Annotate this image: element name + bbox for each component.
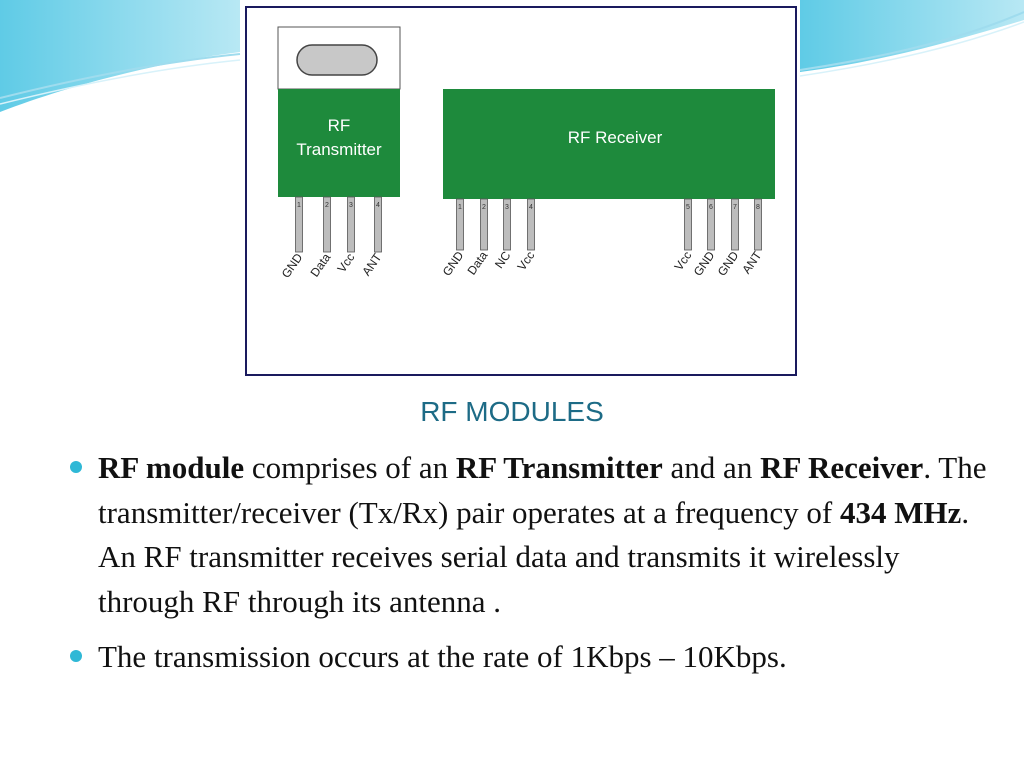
transmitter-pin-lead xyxy=(295,196,303,253)
receiver-pin-lead xyxy=(684,198,692,251)
transmitter-pin-number: 3 xyxy=(349,202,353,209)
transmitter-label-line1: RF xyxy=(328,116,351,135)
transmitter-pin-number: 4 xyxy=(376,202,380,209)
bullet-text: comprises of an xyxy=(244,450,456,485)
transmitter-pin-number: 2 xyxy=(325,202,329,209)
receiver-pin-lead xyxy=(503,198,511,251)
header-swoosh-decoration xyxy=(0,0,1024,112)
bullet-dot-icon xyxy=(70,461,82,473)
receiver-label: RF Receiver xyxy=(568,128,663,147)
bullet-bold-text: RF module xyxy=(98,450,245,485)
bullet-bold-text: RF Receiver xyxy=(760,450,924,485)
transmitter-pin-lead xyxy=(347,196,355,253)
receiver-pin-lead xyxy=(527,198,535,251)
transmitter-pin-lead xyxy=(374,196,382,253)
bullet-list: RF module comprises of an RF Transmitter… xyxy=(68,446,988,680)
figure-caption: RF MODULES xyxy=(420,396,604,427)
bullet-item: The transmission occurs at the rate of 1… xyxy=(68,635,988,680)
bullet-text: The transmission occurs at the rate of 1… xyxy=(98,639,787,674)
bullet-dot-icon xyxy=(70,650,82,662)
bullet-text: . The transmitter/receiver (Tx/Rx) pair … xyxy=(98,450,987,530)
transmitter-pin-lead xyxy=(323,196,331,253)
bullet-text: and an xyxy=(662,450,761,485)
bullet-text: . An RF transmitter receives serial data… xyxy=(98,494,970,619)
receiver-pin-number: 5 xyxy=(686,204,690,211)
receiver-pin-lead xyxy=(731,198,739,251)
receiver-body xyxy=(443,89,775,199)
bullet-bold-text: RF Transmitter xyxy=(455,450,663,485)
rf-receiver-module: RF Receiver xyxy=(443,89,775,199)
transmitter-body xyxy=(278,89,400,197)
transmitter-label-line2: Transmitter xyxy=(296,140,382,159)
receiver-pin-number: 6 xyxy=(709,204,713,211)
receiver-pin-number: 3 xyxy=(505,204,509,211)
transmitter-crystal xyxy=(296,44,378,76)
receiver-pin-number: 8 xyxy=(756,204,760,211)
transmitter-pin-number: 1 xyxy=(297,202,301,209)
rf-transmitter-module: RF Transmitter xyxy=(277,26,401,197)
receiver-pin-number: 2 xyxy=(482,204,486,211)
receiver-pin-number: 1 xyxy=(458,204,462,211)
receiver-pin-number: 4 xyxy=(529,204,533,211)
bullet-item: RF module comprises of an RF Transmitter… xyxy=(68,446,988,624)
receiver-pin-lead xyxy=(707,198,715,251)
receiver-pin-lead xyxy=(754,198,762,251)
receiver-pin-number: 7 xyxy=(733,204,737,211)
rf-modules-diagram: RF Transmitter RF Receiver 1GND2Data3Vcc… xyxy=(245,6,797,376)
bullet-bold-text: 434 MHz xyxy=(839,494,962,530)
receiver-pin-lead xyxy=(480,198,488,251)
receiver-pin-lead xyxy=(456,198,464,251)
